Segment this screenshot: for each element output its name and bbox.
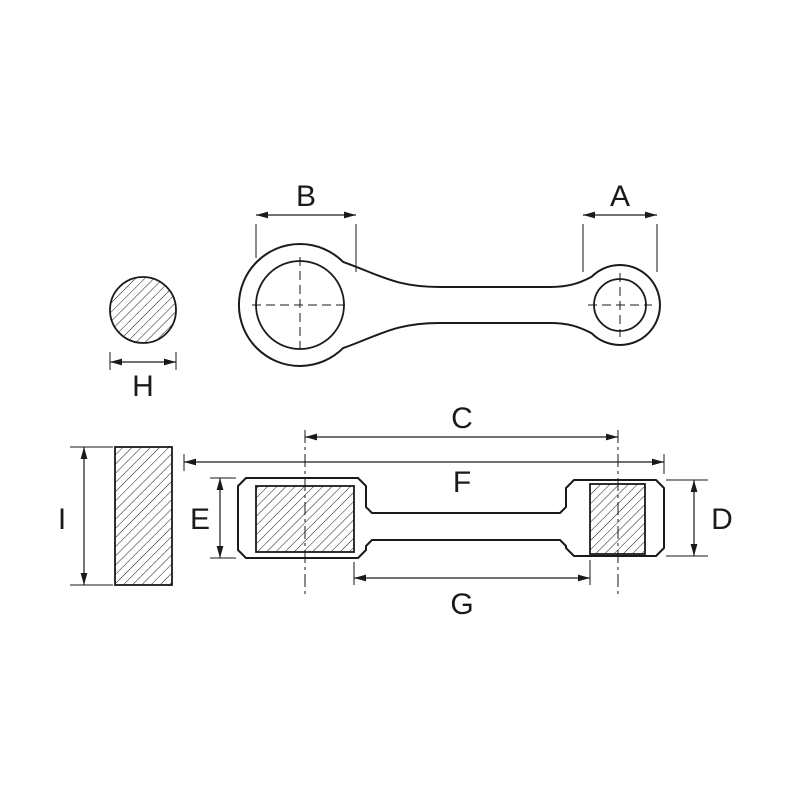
dimension-c: C (305, 402, 618, 441)
crank-pin-rect (114, 446, 173, 586)
dimension-h: H (109, 352, 177, 403)
crank-pin-end-view (109, 276, 177, 344)
rod-top-view (238, 243, 661, 367)
dimension-label-i: I (58, 503, 66, 536)
dimension-e: E (190, 477, 236, 559)
dimension-label-b: B (296, 180, 316, 213)
dimension-a: A (582, 180, 658, 272)
dimension-label-d: D (711, 503, 733, 536)
dimension-label-h: H (132, 370, 154, 403)
rod-side-view (237, 430, 665, 598)
dimension-label-a: A (610, 180, 630, 213)
crank-pin-circle (109, 276, 177, 344)
dimension-d: D (666, 479, 733, 557)
dimension-label-f: F (453, 466, 471, 499)
crank-pin-side-view (114, 446, 173, 586)
dimension-f: F (183, 454, 665, 499)
dimension-label-e: E (190, 503, 210, 536)
dimension-g: G (353, 560, 591, 621)
dimension-label-c: C (451, 402, 473, 435)
rod-top-outline (238, 243, 661, 367)
dimension-i: I (58, 446, 113, 586)
dimension-b: B (255, 180, 357, 272)
dimension-label-g: G (450, 588, 473, 621)
